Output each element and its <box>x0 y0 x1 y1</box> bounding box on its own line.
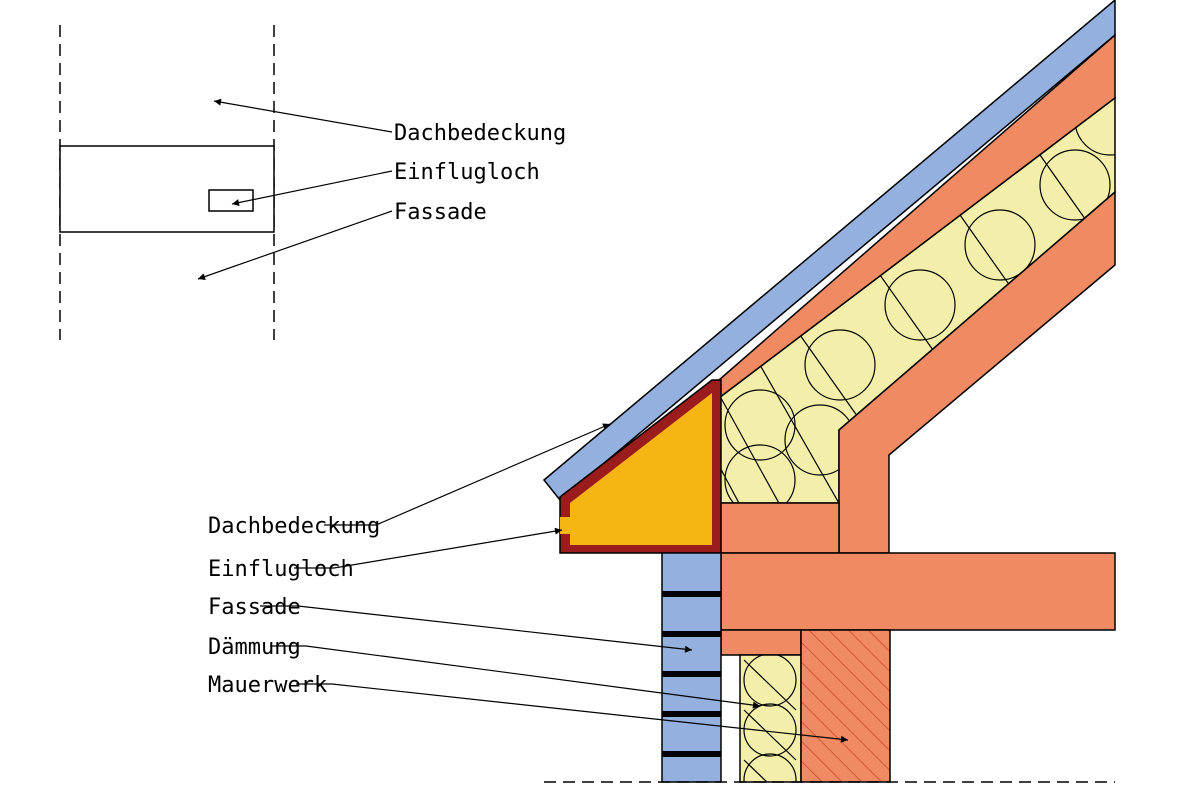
overview-hole-leader <box>231 170 393 207</box>
entry-hole <box>560 517 572 534</box>
overview-label-facade: Fassade <box>394 200 487 225</box>
floor-beam <box>720 552 1116 631</box>
facade-wall <box>661 552 722 783</box>
overview-view: Dachbedeckung Einflugloch Fassade <box>59 25 566 340</box>
section-hole-leader <box>294 527 563 569</box>
overview-entry-hole <box>208 189 254 212</box>
overview-label-roof: Dachbedeckung <box>394 121 566 146</box>
wall-insulation <box>739 654 802 783</box>
section-label-insulation: Dämmung <box>208 635 301 660</box>
section-roof-leader <box>324 423 611 526</box>
section-label-roof: Dachbedeckung <box>208 514 380 539</box>
section-view: Dachbedeckung Einflugloch Fassade Dämmun… <box>208 0 1116 783</box>
masonry-wall <box>800 629 891 783</box>
section-masonry-leader <box>296 683 849 743</box>
nest-box <box>559 379 722 554</box>
roof-covering <box>542 0 1116 502</box>
overview-label-hole: Einflugloch <box>394 160 540 185</box>
overview-fascia-band <box>59 145 275 233</box>
section-label-masonry: Mauerwerk <box>208 673 327 698</box>
overview-roof-leader <box>213 98 393 133</box>
section-label-hole: Einflugloch <box>208 557 354 582</box>
section-label-facade: Fassade <box>208 595 301 620</box>
beam-support <box>720 629 802 656</box>
section-insulation-leader <box>270 645 761 709</box>
overview-facade-leader <box>197 210 393 280</box>
eaves-blocking <box>718 502 840 554</box>
section-facade-leader <box>260 605 693 653</box>
